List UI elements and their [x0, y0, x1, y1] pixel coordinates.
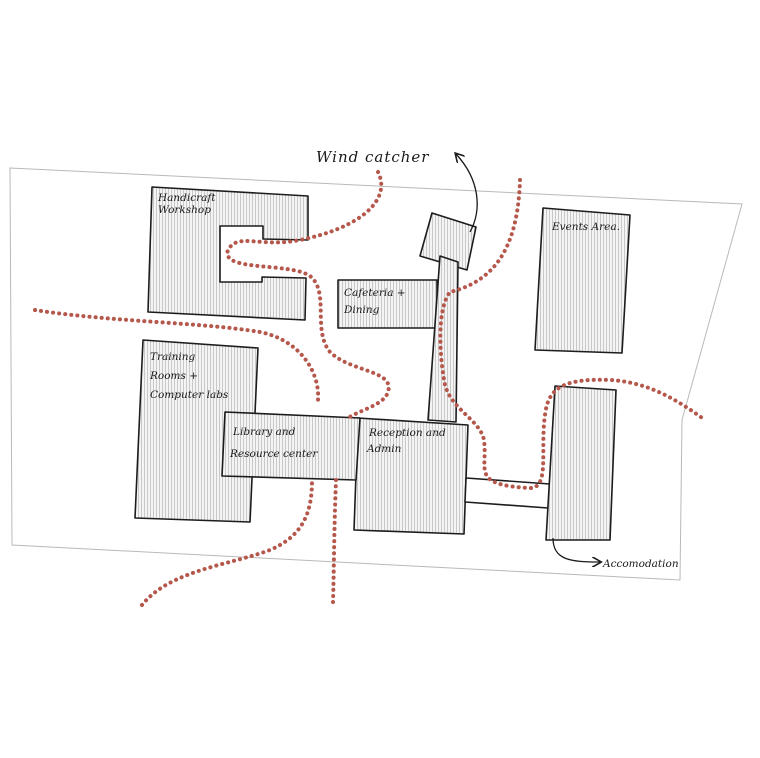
reception-label-2: Admin: [366, 443, 402, 455]
wind-catcher-block: [419, 212, 477, 271]
wind-catcher-label: Wind catcher: [316, 148, 429, 166]
handicraft-label-1: Handicraft: [157, 192, 216, 204]
corridor-to-accommodation: [464, 477, 551, 509]
reception-admin-block: [353, 417, 469, 535]
library-label-2: Resource center: [229, 448, 318, 460]
wind-catcher-arrow: [456, 154, 478, 233]
accommodation-block: [545, 385, 617, 541]
circulation-paths: [33, 170, 707, 607]
library-block: [221, 411, 361, 481]
path-south: [331, 478, 338, 604]
accommodation-arrow: [552, 537, 600, 562]
events-area-label: Events Area.: [551, 221, 620, 233]
training-label-1: Training: [150, 351, 196, 363]
path-southwest: [140, 478, 314, 607]
cafeteria-label-1: Cafeteria +: [344, 287, 406, 299]
handicraft-label-2: Workshop: [158, 204, 211, 216]
path-north: [225, 170, 391, 420]
cafeteria-block: [337, 279, 438, 329]
reception-label-1: Reception and: [368, 427, 446, 439]
path-west: [33, 308, 321, 402]
tower-corridor: [427, 255, 459, 423]
training-label-3: Computer labs: [150, 389, 229, 401]
path-east: [438, 178, 707, 491]
events-area-block: [534, 207, 631, 354]
training-label-2: Rooms +: [149, 370, 198, 382]
library-label-1: Library and: [232, 426, 296, 438]
accommodation-label: Accomodation: [602, 558, 679, 570]
site-boundary: [9, 167, 743, 581]
cafeteria-label-2: Dining: [343, 304, 380, 316]
